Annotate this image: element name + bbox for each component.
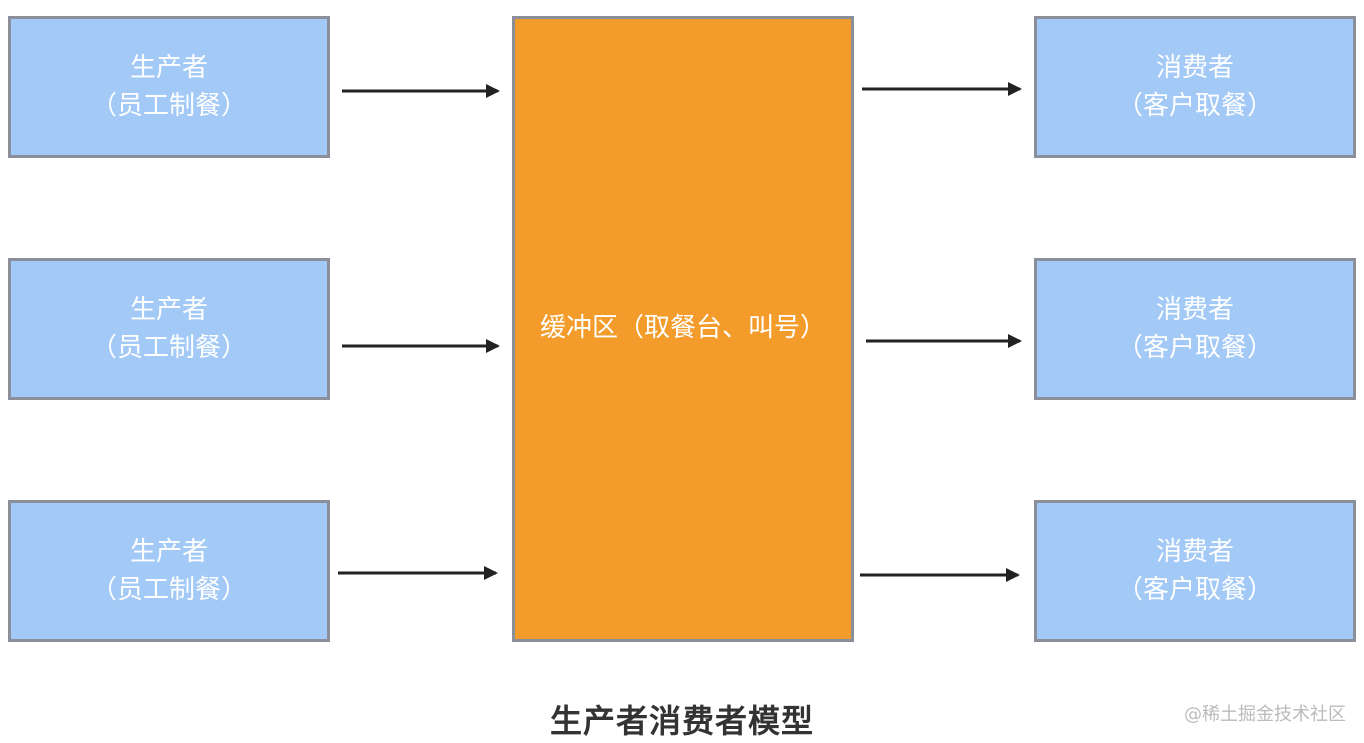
consumer-box-2: 消费者 （客户取餐） [1034, 258, 1356, 400]
buffer-box: 缓冲区（取餐台、叫号） [512, 16, 854, 642]
consumer-title: 消费者 [1155, 295, 1234, 325]
producer-title: 生产者 [129, 295, 208, 325]
consumer-box-1: 消费者 （客户取餐） [1034, 16, 1356, 158]
watermark: @稀土掘金技术社区 [1184, 704, 1346, 725]
producer-subtitle: （员工制餐） [90, 333, 247, 363]
consumer-subtitle: （客户取餐） [1116, 333, 1273, 363]
buffer-label: 缓冲区（取餐台、叫号） [539, 313, 826, 343]
producer-title: 生产者 [129, 537, 208, 567]
consumer-title: 消费者 [1155, 537, 1234, 567]
diagram-caption: 生产者消费者模型 [549, 702, 814, 740]
consumer-title: 消费者 [1155, 53, 1234, 83]
producer-box-3: 生产者 （员工制餐） [8, 500, 330, 642]
consumer-box-3: 消费者 （客户取餐） [1034, 500, 1356, 642]
consumer-subtitle: （客户取餐） [1116, 575, 1273, 605]
producer-box-2: 生产者 （员工制餐） [8, 258, 330, 400]
producer-box-1: 生产者 （员工制餐） [8, 16, 330, 158]
producer-title: 生产者 [129, 53, 208, 83]
producer-subtitle: （员工制餐） [90, 575, 247, 605]
consumer-subtitle: （客户取餐） [1116, 91, 1273, 121]
producer-subtitle: （员工制餐） [90, 91, 247, 121]
